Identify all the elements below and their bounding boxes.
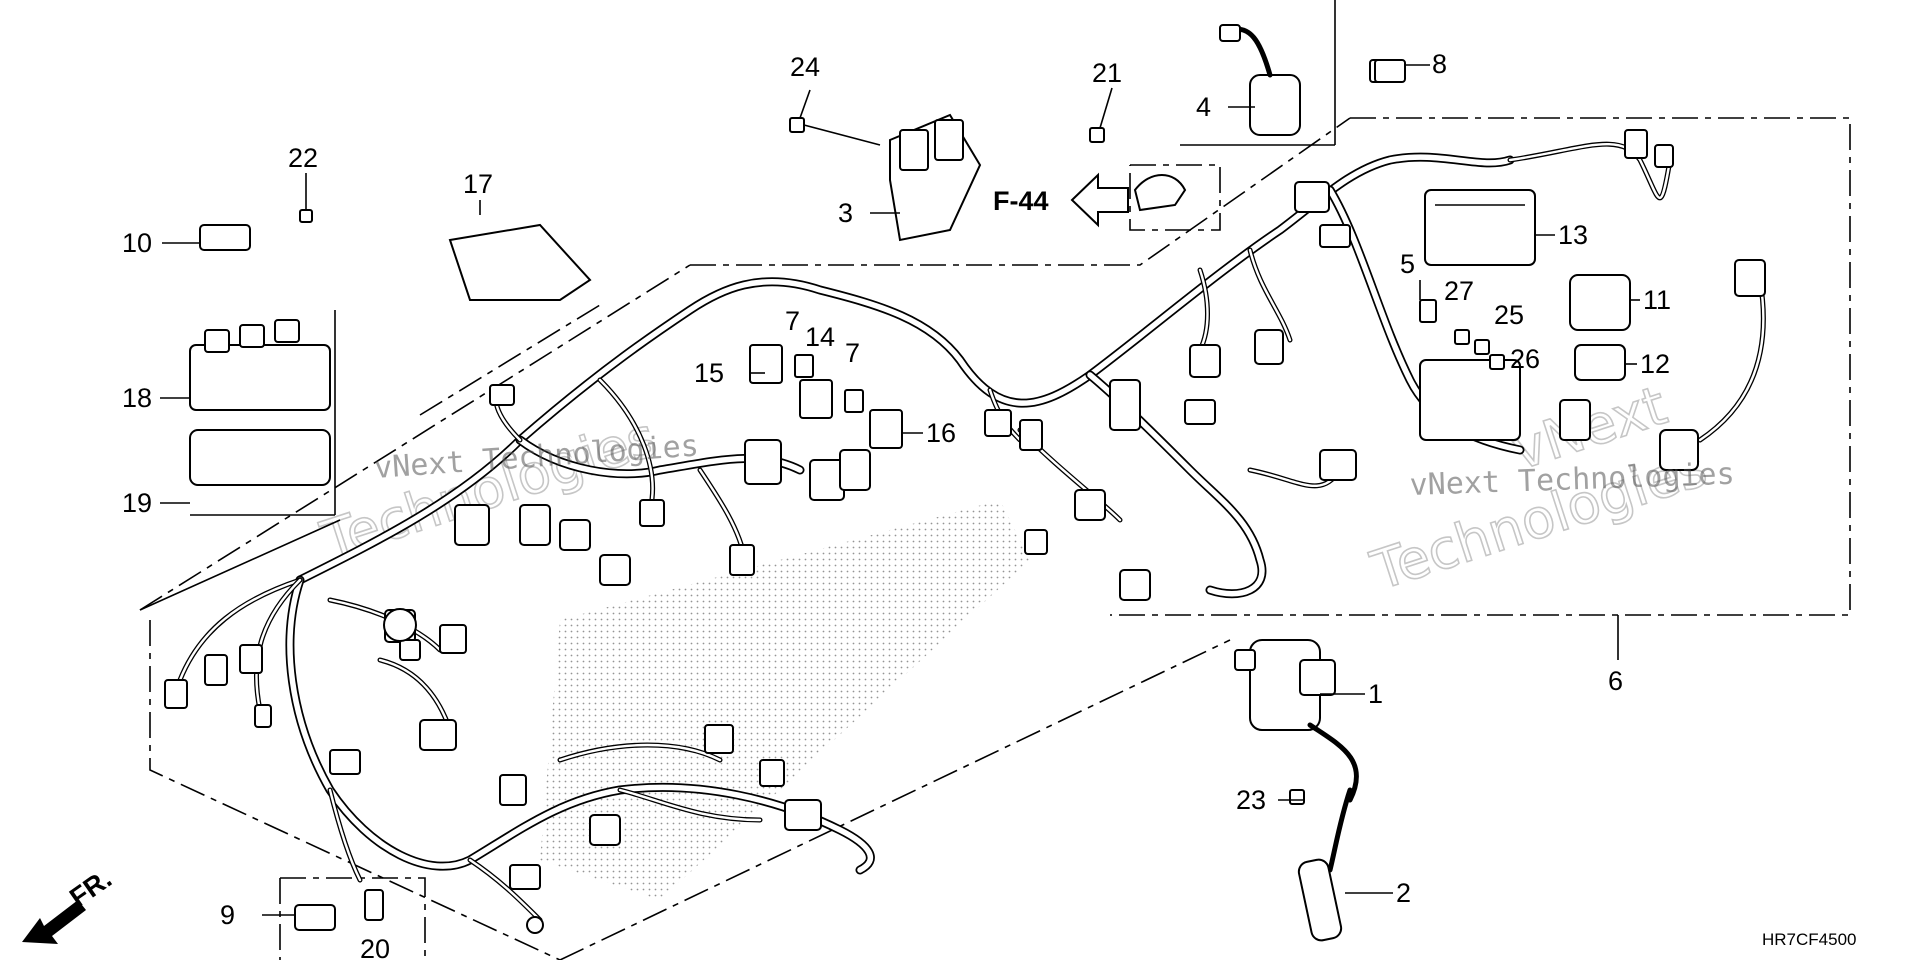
- callout-5: 5: [1400, 249, 1415, 279]
- callout-18: 18: [122, 383, 152, 413]
- harness-connectors: [164, 59, 1766, 934]
- part-ecu-18: [189, 319, 331, 411]
- callout-26: 26: [1510, 344, 1540, 374]
- part-fuses-5-25-26-27: [1419, 299, 1505, 370]
- harness-branches: [177, 141, 1766, 923]
- part-clip-20: [364, 889, 384, 921]
- part-bolt-24: [789, 117, 881, 146]
- arrow-left-icon: [1070, 172, 1129, 228]
- callout-1: 1: [1368, 679, 1383, 709]
- part-switch-12: [1574, 344, 1626, 381]
- callout-4: 4: [1196, 92, 1211, 122]
- part-relays-7-14-15-16: [749, 344, 903, 449]
- callout-17: 17: [463, 169, 493, 199]
- callout-7b: 7: [845, 338, 860, 368]
- callout-21: 21: [1092, 58, 1122, 88]
- callout-7a: 7: [785, 306, 800, 336]
- assembly-outlines: [139, 0, 1851, 960]
- callout-25: 25: [1494, 300, 1524, 330]
- part-ignition-coil: [1234, 639, 1359, 803]
- callout-16: 16: [926, 418, 956, 448]
- callout-9: 9: [220, 900, 235, 930]
- callout-labels: 1 2 3 4 5 6 7 7 8 9 10 11 12 13 14 15 16…: [122, 49, 1671, 960]
- diagram-code: HR7CF4500: [1762, 930, 1857, 949]
- callout-11: 11: [1643, 285, 1671, 315]
- part-condenser-4: [1219, 24, 1301, 136]
- part-rubber-mount-19: [189, 429, 331, 486]
- callout-2: 2: [1396, 878, 1411, 908]
- part-relay-11: [1569, 274, 1631, 331]
- callout-19: 19: [122, 488, 152, 518]
- part-connector-8: [1374, 59, 1406, 83]
- part-connector-9: [294, 904, 336, 931]
- arrow-down-left-icon: [22, 900, 86, 944]
- part-fuse-box-13: [1424, 189, 1536, 266]
- callout-3: 3: [838, 198, 853, 228]
- part-ecu-17: [448, 223, 592, 301]
- callout-24: 24: [790, 52, 820, 82]
- part-regulator-rectifier: [889, 113, 982, 242]
- callout-6: 6: [1608, 666, 1623, 696]
- front-direction: FR.: [22, 863, 117, 944]
- reference-label: F-44: [993, 186, 1049, 216]
- part-ground-bracket: [1133, 174, 1187, 212]
- part-bolt-23: [1289, 789, 1305, 805]
- callout-8: 8: [1432, 49, 1447, 79]
- callout-20: 20: [360, 934, 390, 960]
- callout-14: 14: [805, 322, 835, 352]
- part-bolt-21: [1089, 127, 1105, 143]
- part-fuse-box-lower: [1419, 359, 1521, 441]
- reference-f44: F-44: [993, 172, 1129, 228]
- frame-shading: [540, 500, 1030, 900]
- part-spark-plug-cap: [1297, 787, 1353, 942]
- leader-lines: [160, 64, 1640, 916]
- callout-13: 13: [1558, 220, 1588, 250]
- part-sensor-10: [199, 209, 313, 251]
- callout-22: 22: [288, 143, 318, 173]
- callout-10: 10: [122, 228, 152, 258]
- callout-15: 15: [694, 358, 724, 388]
- callout-23: 23: [1236, 785, 1266, 815]
- callout-27: 27: [1444, 276, 1474, 306]
- callout-12: 12: [1640, 349, 1670, 379]
